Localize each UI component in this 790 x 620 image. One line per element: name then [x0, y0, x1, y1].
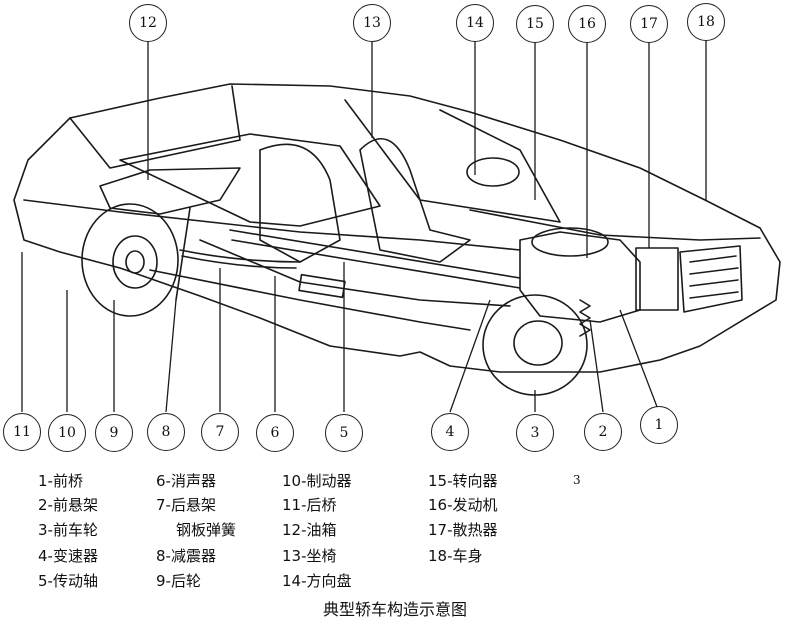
side-windows [119, 133, 381, 227]
beltline [23, 199, 521, 251]
legend-item-9: 9-后轮 [156, 572, 201, 590]
rear-seat [259, 143, 341, 263]
legend-item-5: 5-传动轴 [38, 572, 98, 590]
legend-item-18: 18-车身 [428, 547, 483, 565]
callout-5: 5 [325, 414, 363, 452]
callout-15: 15 [516, 5, 554, 43]
hood-line [469, 209, 761, 241]
legend-item-14: 14-方向盘 [282, 572, 352, 590]
legend-item-2: 2-前悬架 [38, 496, 98, 514]
car-body-outline [13, 83, 781, 373]
callout-7: 7 [201, 413, 239, 451]
legend-item-7: 7-后悬架 [156, 496, 216, 514]
stray-label: 3 [573, 473, 581, 487]
callout-1: 1 [640, 406, 678, 444]
legend-item-12: 12-油箱 [282, 521, 337, 539]
legend-item-16: 16-发动机 [428, 496, 498, 514]
legend-item-3: 3-前车轮 [38, 521, 98, 539]
legend-item-11: 11-后桥 [282, 496, 337, 514]
callout-16: 16 [568, 5, 606, 43]
radiator [635, 247, 679, 311]
rear-window [69, 85, 241, 169]
figure-caption: 典型轿车构造示意图 [322, 600, 467, 619]
legend-item-1: 1-前桥 [38, 472, 83, 490]
callout-2: 2 [584, 413, 622, 451]
steering-wheel [466, 157, 520, 187]
callout-12: 12 [129, 4, 167, 42]
callout-14: 14 [456, 4, 494, 42]
legend-item-15: 15-转向器 [428, 472, 498, 490]
drive-shaft [229, 229, 521, 279]
callout-8: 8 [147, 413, 185, 451]
callout-17: 17 [630, 5, 668, 43]
engine-block [519, 231, 641, 323]
front-spring [579, 299, 591, 337]
callout-13: 13 [353, 4, 391, 42]
air-filter [531, 227, 609, 257]
legend-item-8: 8-减震器 [156, 547, 216, 565]
callout-18: 18 [687, 3, 725, 41]
legend-item-7-continued: 钢板弹簧 [176, 521, 237, 539]
grille [679, 245, 743, 313]
leader-lines [21, 40, 707, 413]
legend-item-13: 13-坐椅 [282, 547, 337, 565]
callout-11: 11 [3, 413, 41, 451]
callout-10: 10 [48, 414, 86, 452]
callout-4: 4 [431, 413, 469, 451]
callout-3: 3 [516, 414, 554, 452]
callout-6: 6 [256, 414, 294, 452]
sill-line [149, 269, 471, 331]
legend-item-4: 4-变速器 [38, 547, 98, 565]
exhaust-pipe [199, 239, 511, 307]
front-seat [359, 138, 471, 263]
rear-shock [175, 207, 191, 301]
legend-item-6: 6-消声器 [156, 472, 216, 490]
rear-wheel [81, 203, 179, 317]
callout-9: 9 [95, 414, 133, 452]
rear-leaf-spring [179, 249, 301, 263]
legend-item-10: 10-制动器 [282, 472, 352, 490]
legend-item-17: 17-散热器 [428, 521, 498, 539]
windshield [344, 99, 561, 223]
